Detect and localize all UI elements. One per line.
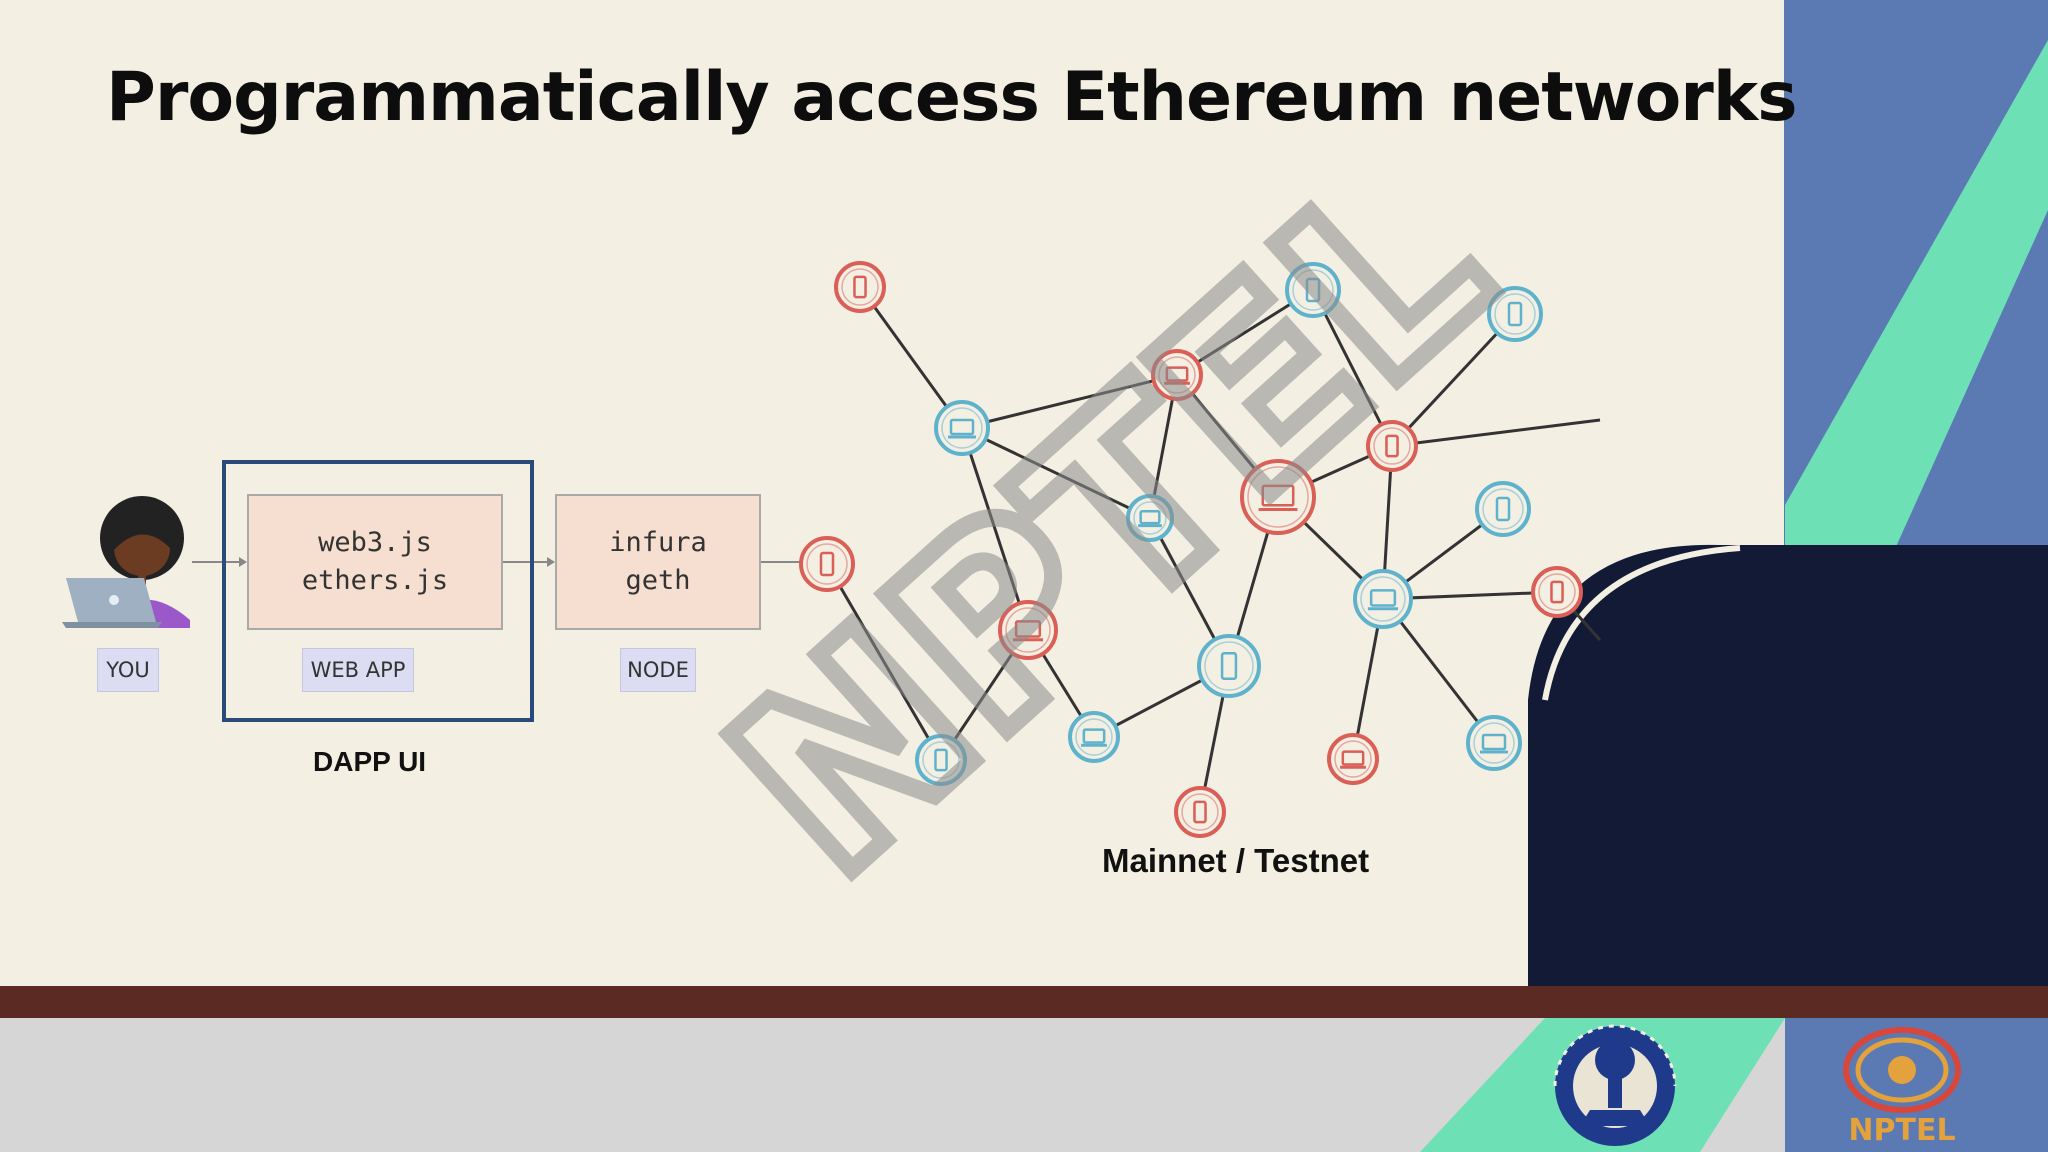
web-app-tag: WEB APP — [302, 648, 414, 692]
phone-node-icon — [915, 734, 967, 786]
laptop-node-icon — [1126, 494, 1174, 542]
phone-node-icon — [1487, 286, 1543, 342]
network-edge — [1390, 312, 1517, 448]
iit-kharagpur-logo — [1553, 1024, 1677, 1146]
web3-label: web3.js — [318, 527, 432, 558]
phone-node-icon — [799, 536, 855, 592]
laptop-node-icon — [1068, 711, 1120, 763]
nptel-logo: NPTEL — [1843, 1027, 1961, 1148]
brown-divider-bar — [0, 986, 2048, 1018]
dapp-ui-caption: DAPP UI — [313, 746, 427, 777]
network-edge — [858, 286, 964, 429]
phone-node-icon — [1475, 481, 1531, 537]
network-edge — [1311, 289, 1394, 447]
network-edge — [961, 373, 1178, 430]
network-edge — [1381, 598, 1496, 744]
side-mint-stripe — [1785, 40, 2048, 560]
nptel-logo-text: NPTEL — [1848, 1113, 1955, 1148]
infura-label: infura — [609, 527, 707, 558]
navy-arc-edge — [1542, 545, 1741, 701]
laptop-node-icon — [998, 600, 1058, 660]
laptop-node-icon — [1240, 459, 1316, 535]
laptop-node-icon — [1466, 715, 1522, 771]
geth-label: geth — [625, 565, 691, 596]
network-edge — [825, 563, 943, 761]
phone-node-icon — [1285, 262, 1341, 318]
network-edge — [961, 426, 1151, 520]
web-app-box: web3.js ethers.js — [247, 494, 503, 630]
laptop-node-icon — [1151, 349, 1203, 401]
laptop-node-icon — [934, 400, 990, 456]
slide-title: Programmatically access Ethereum network… — [106, 58, 1798, 137]
phone-node-icon — [1366, 420, 1418, 472]
phone-node-icon — [1174, 786, 1226, 838]
dapp-ui-frame — [222, 460, 534, 722]
laptop-node-icon — [1327, 733, 1379, 785]
dark-navy-shape — [1528, 544, 2048, 986]
network-caption: Mainnet / Testnet — [1102, 842, 1370, 879]
ethers-label: ethers.js — [301, 565, 449, 596]
network-edge — [1391, 418, 1601, 448]
network-edge — [960, 427, 1030, 631]
laptop-node-icon — [1353, 569, 1413, 629]
node-box: infura geth — [555, 494, 761, 630]
phone-node-icon — [1531, 566, 1583, 618]
phone-node-icon — [1197, 634, 1261, 698]
person-with-laptop-icon — [62, 496, 190, 628]
you-tag: YOU — [97, 648, 159, 692]
phone-node-icon — [834, 261, 886, 313]
node-tag: NODE — [620, 648, 696, 692]
